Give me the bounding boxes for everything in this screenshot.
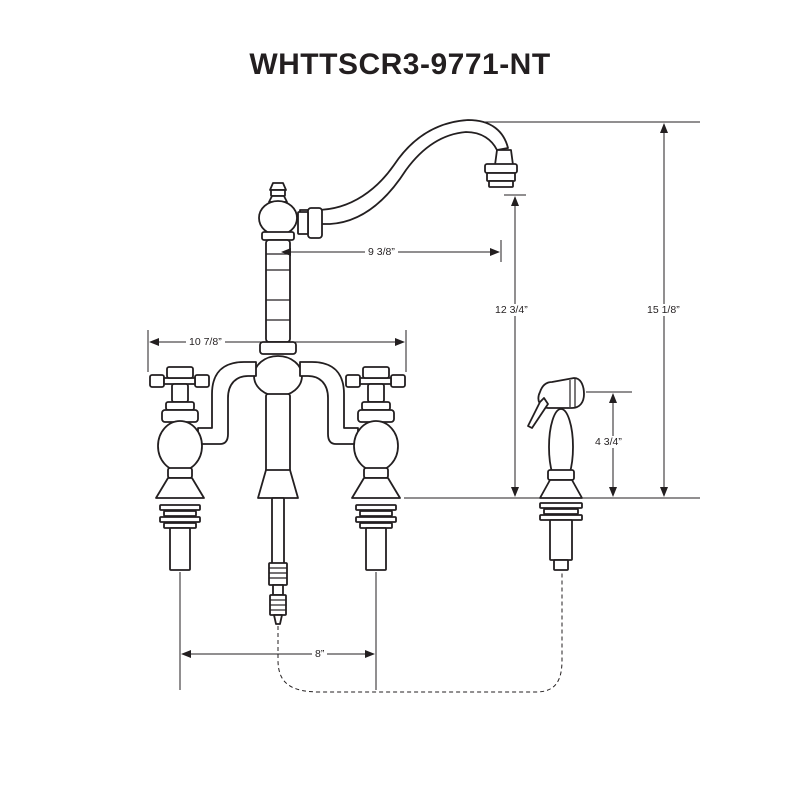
dimension-sprayer-height: 4 3/4” xyxy=(592,436,625,448)
bridge-arms xyxy=(197,361,359,445)
dimension-overall-width: 10 7/8” xyxy=(186,336,225,348)
left-cross-handle xyxy=(149,366,210,499)
dimension-spout-height: 12 3/4” xyxy=(492,304,531,316)
sprayer-hose xyxy=(277,572,563,693)
dimension-spout-reach: 9 3/8” xyxy=(365,246,398,258)
faucet-body xyxy=(253,182,303,565)
right-cross-handle xyxy=(345,366,406,499)
dimension-overall-height: 15 1/8” xyxy=(644,304,683,316)
dimension-lines xyxy=(147,121,700,690)
under-deck-hardware xyxy=(159,504,397,625)
side-sprayer xyxy=(527,377,585,571)
spout xyxy=(297,119,518,239)
model-title: WHTTSCR3-9771-NT xyxy=(249,48,551,81)
dimension-center-spread: 8” xyxy=(312,648,328,660)
